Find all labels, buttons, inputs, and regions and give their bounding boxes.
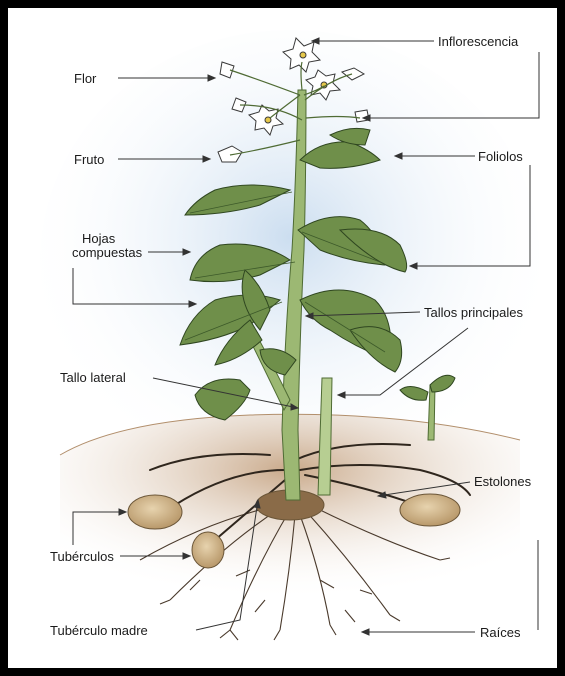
label-fruto: Fruto bbox=[74, 152, 104, 167]
label-tallos-principales: Tallos principales bbox=[424, 305, 523, 320]
label-raices: Raíces bbox=[480, 625, 520, 640]
label-tuberculos: Tubérculos bbox=[50, 549, 114, 564]
tuber-small bbox=[192, 532, 224, 568]
label-hojas-compuestas-line1: Hojas bbox=[82, 231, 115, 246]
label-tallo-lateral: Tallo lateral bbox=[60, 370, 126, 385]
label-estolones: Estolones bbox=[474, 474, 531, 489]
tuber-left bbox=[128, 495, 182, 529]
label-inflorescencia: Inflorescencia bbox=[438, 34, 518, 49]
label-foliolos: Foliolos bbox=[478, 149, 523, 164]
label-flor: Flor bbox=[74, 71, 96, 86]
label-tuberculo-madre: Tubérculo madre bbox=[50, 623, 148, 638]
label-hojas-compuestas-line2: compuestas bbox=[72, 245, 142, 260]
tuber-right bbox=[400, 494, 460, 526]
